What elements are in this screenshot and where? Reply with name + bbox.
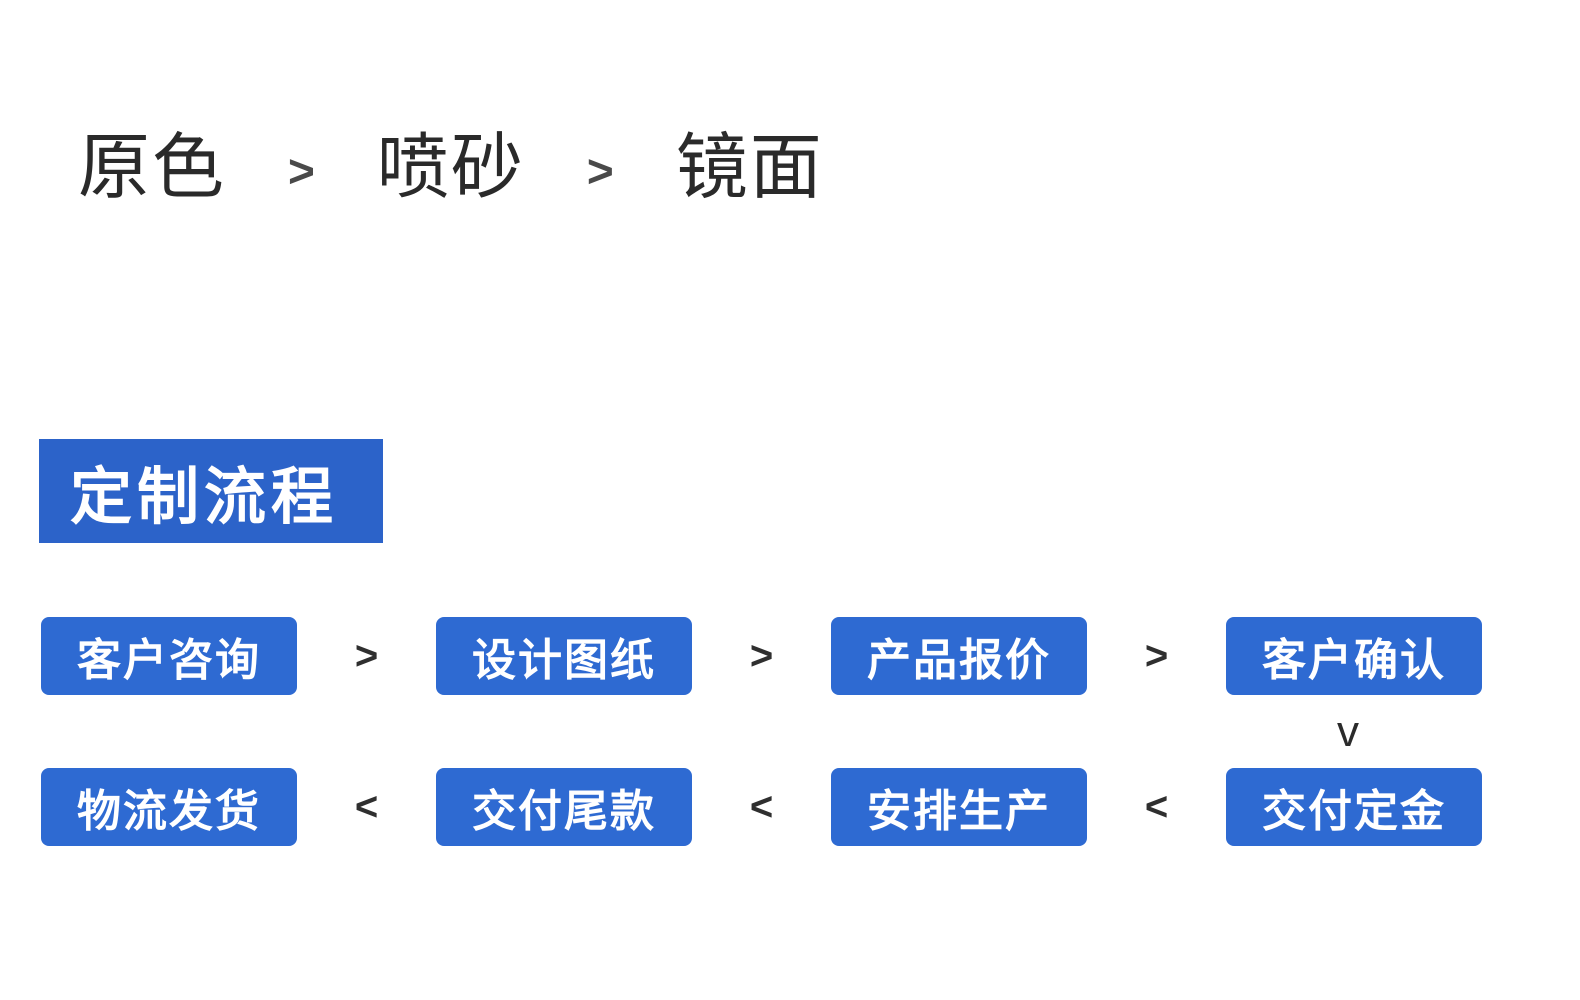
chevron-right-icon: > xyxy=(586,144,614,197)
flow-step-product-quote: 产品报价 xyxy=(831,617,1087,695)
section-banner: 定制流程 xyxy=(39,439,383,543)
chevron-right-icon: > xyxy=(354,633,379,678)
flow-step-customer-confirm: 客户确认 xyxy=(1226,617,1482,695)
process-flow-row-1: 客户咨询 > 设计图纸 > 产品报价 > 客户确认 xyxy=(41,617,1482,695)
flow-step-arrange-production: 安排生产 xyxy=(831,768,1087,846)
flow-step-logistics-ship: 物流发货 xyxy=(41,768,297,846)
flow-step-customer-inquiry: 客户咨询 xyxy=(41,617,297,695)
flow-step-pay-balance: 交付尾款 xyxy=(436,768,692,846)
finish-option-sandblast: 喷砂 xyxy=(376,128,525,208)
process-flow-row-2: 物流发货 < 交付尾款 < 安排生产 < 交付定金 xyxy=(41,768,1482,846)
chevron-down-icon: v xyxy=(1337,707,1359,756)
section-title: 定制流程 xyxy=(70,463,339,532)
chevron-right-icon: > xyxy=(1144,633,1169,678)
chevron-left-icon: < xyxy=(1144,784,1169,829)
flow-step-design-drawing: 设计图纸 xyxy=(436,617,692,695)
chevron-left-icon: < xyxy=(354,784,379,829)
finish-option-natural: 原色 xyxy=(78,128,227,208)
chevron-right-icon: > xyxy=(288,144,315,197)
finish-options-row: 原色 > 喷砂 > 镜面 xyxy=(78,128,824,208)
chevron-right-icon: > xyxy=(749,633,774,678)
finish-option-mirror: 镜面 xyxy=(675,128,824,208)
chevron-left-icon: < xyxy=(749,784,774,829)
flow-step-pay-deposit: 交付定金 xyxy=(1226,768,1482,846)
